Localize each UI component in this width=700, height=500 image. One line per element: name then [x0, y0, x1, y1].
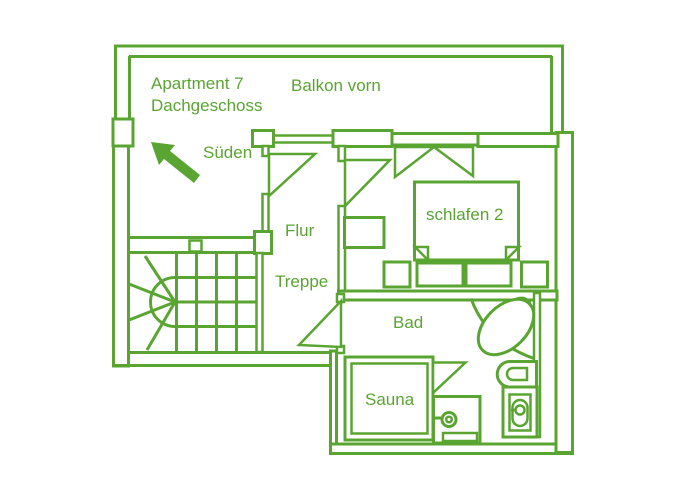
sink	[495, 360, 538, 389]
room-label-schlafen: schlafen 2	[426, 205, 504, 224]
balcony-walls	[111, 44, 564, 148]
south-arrow-icon	[151, 142, 200, 183]
blanket-fold-right	[504, 245, 523, 264]
nightstands	[382, 260, 549, 289]
door-sauna-swing	[431, 361, 469, 396]
french-door	[390, 132, 480, 180]
door-swing-right	[430, 145, 475, 179]
door-flur-swing	[267, 152, 319, 199]
windows	[251, 129, 394, 148]
door-bad-swing	[296, 297, 343, 349]
orientation-label: Süden	[203, 143, 253, 162]
main-walls	[112, 131, 574, 455]
wall-pier	[251, 129, 275, 148]
room-label-balkon: Balkon vorn	[291, 76, 381, 95]
door-schlafen-swing	[343, 158, 393, 210]
staircase	[127, 230, 273, 354]
stair-winder-arc	[149, 276, 176, 328]
door-swing-left	[393, 145, 438, 180]
shower	[469, 296, 536, 360]
room-label-bad: Bad	[393, 313, 424, 332]
sauna-cabin	[343, 355, 469, 442]
wall-pillar	[111, 117, 135, 148]
window-sill	[331, 129, 394, 148]
plan-title-line2: Dachgeschoss	[151, 96, 263, 115]
room-label-treppe: Treppe	[275, 272, 329, 291]
bed	[411, 180, 523, 264]
stair-newel-post	[253, 230, 273, 255]
wardrobe	[343, 216, 386, 249]
blanket-fold-left	[411, 245, 430, 264]
shower-head	[476, 297, 536, 357]
sauna-heater	[432, 395, 482, 445]
room-label-sauna: Sauna	[365, 390, 415, 409]
pillows	[415, 261, 513, 288]
toilet	[501, 385, 539, 439]
plan-title-line1: Apartment 7	[151, 74, 244, 93]
room-label-flur: Flur	[285, 221, 315, 240]
